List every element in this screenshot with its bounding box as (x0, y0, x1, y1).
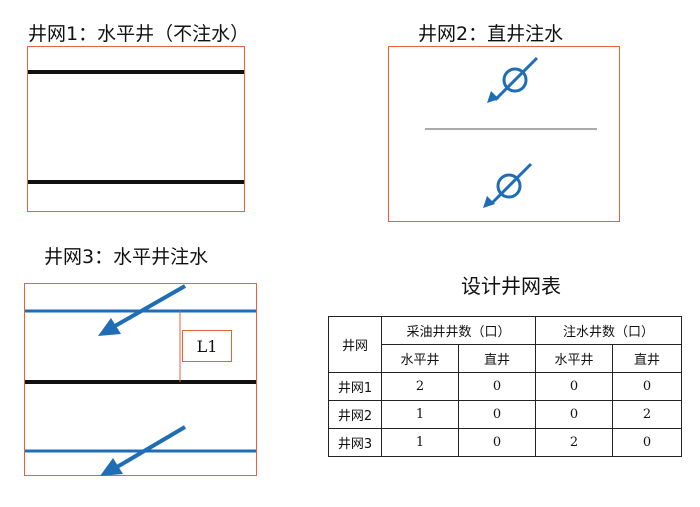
sub-header: 直井 (458, 344, 536, 373)
injection-group-header: 注水井数（口） (535, 316, 682, 345)
cell: 2 (381, 372, 459, 401)
panel1-title: 井网1：水平井（不注水） (28, 23, 250, 45)
row-name: 井网1 (328, 372, 382, 401)
cell: 2 (612, 400, 682, 429)
sub-header: 水平井 (381, 344, 459, 373)
row-header-cell: 井网 (328, 316, 382, 373)
sub-header: 水平井 (535, 344, 613, 373)
design-well-table: 井网 采油井井数（口） 注水井数（口） 水平井 直井 水平井 直井 井网1 2 … (328, 316, 682, 457)
flow-arrow-bottom-icon (100, 425, 187, 476)
cell: 0 (535, 372, 613, 401)
cell: 2 (535, 428, 613, 457)
l1-label: L1 (182, 330, 232, 362)
row-name: 井网2 (328, 400, 382, 429)
production-group-header: 采油井井数（口） (381, 316, 536, 345)
panel1-frame (27, 46, 245, 212)
cell: 0 (535, 400, 613, 429)
cell: 0 (612, 428, 682, 457)
sub-header: 直井 (612, 344, 682, 373)
cell: 1 (381, 428, 459, 457)
vertical-injection-well-top-icon (487, 56, 539, 103)
row-name: 井网3 (328, 428, 382, 457)
table-title: 设计井网表 (461, 274, 561, 298)
cell: 0 (458, 428, 536, 457)
panel3-title: 井网3：水平井注水 (44, 246, 209, 268)
flow-arrow-top-icon (98, 284, 186, 336)
cell: 0 (458, 372, 536, 401)
cell: 1 (381, 400, 459, 429)
cell: 0 (458, 400, 536, 429)
panel2-title: 井网2：直井注水 (418, 23, 564, 45)
cell: 0 (612, 372, 682, 401)
panel2-frame (388, 46, 620, 222)
panel3-frame (24, 283, 257, 476)
table-row: 井网2 1 0 0 2 (328, 400, 682, 429)
vertical-injection-well-bottom-icon (483, 162, 533, 208)
table-row: 井网1 2 0 0 0 (328, 372, 682, 401)
table-row: 井网3 1 0 2 0 (328, 428, 682, 457)
